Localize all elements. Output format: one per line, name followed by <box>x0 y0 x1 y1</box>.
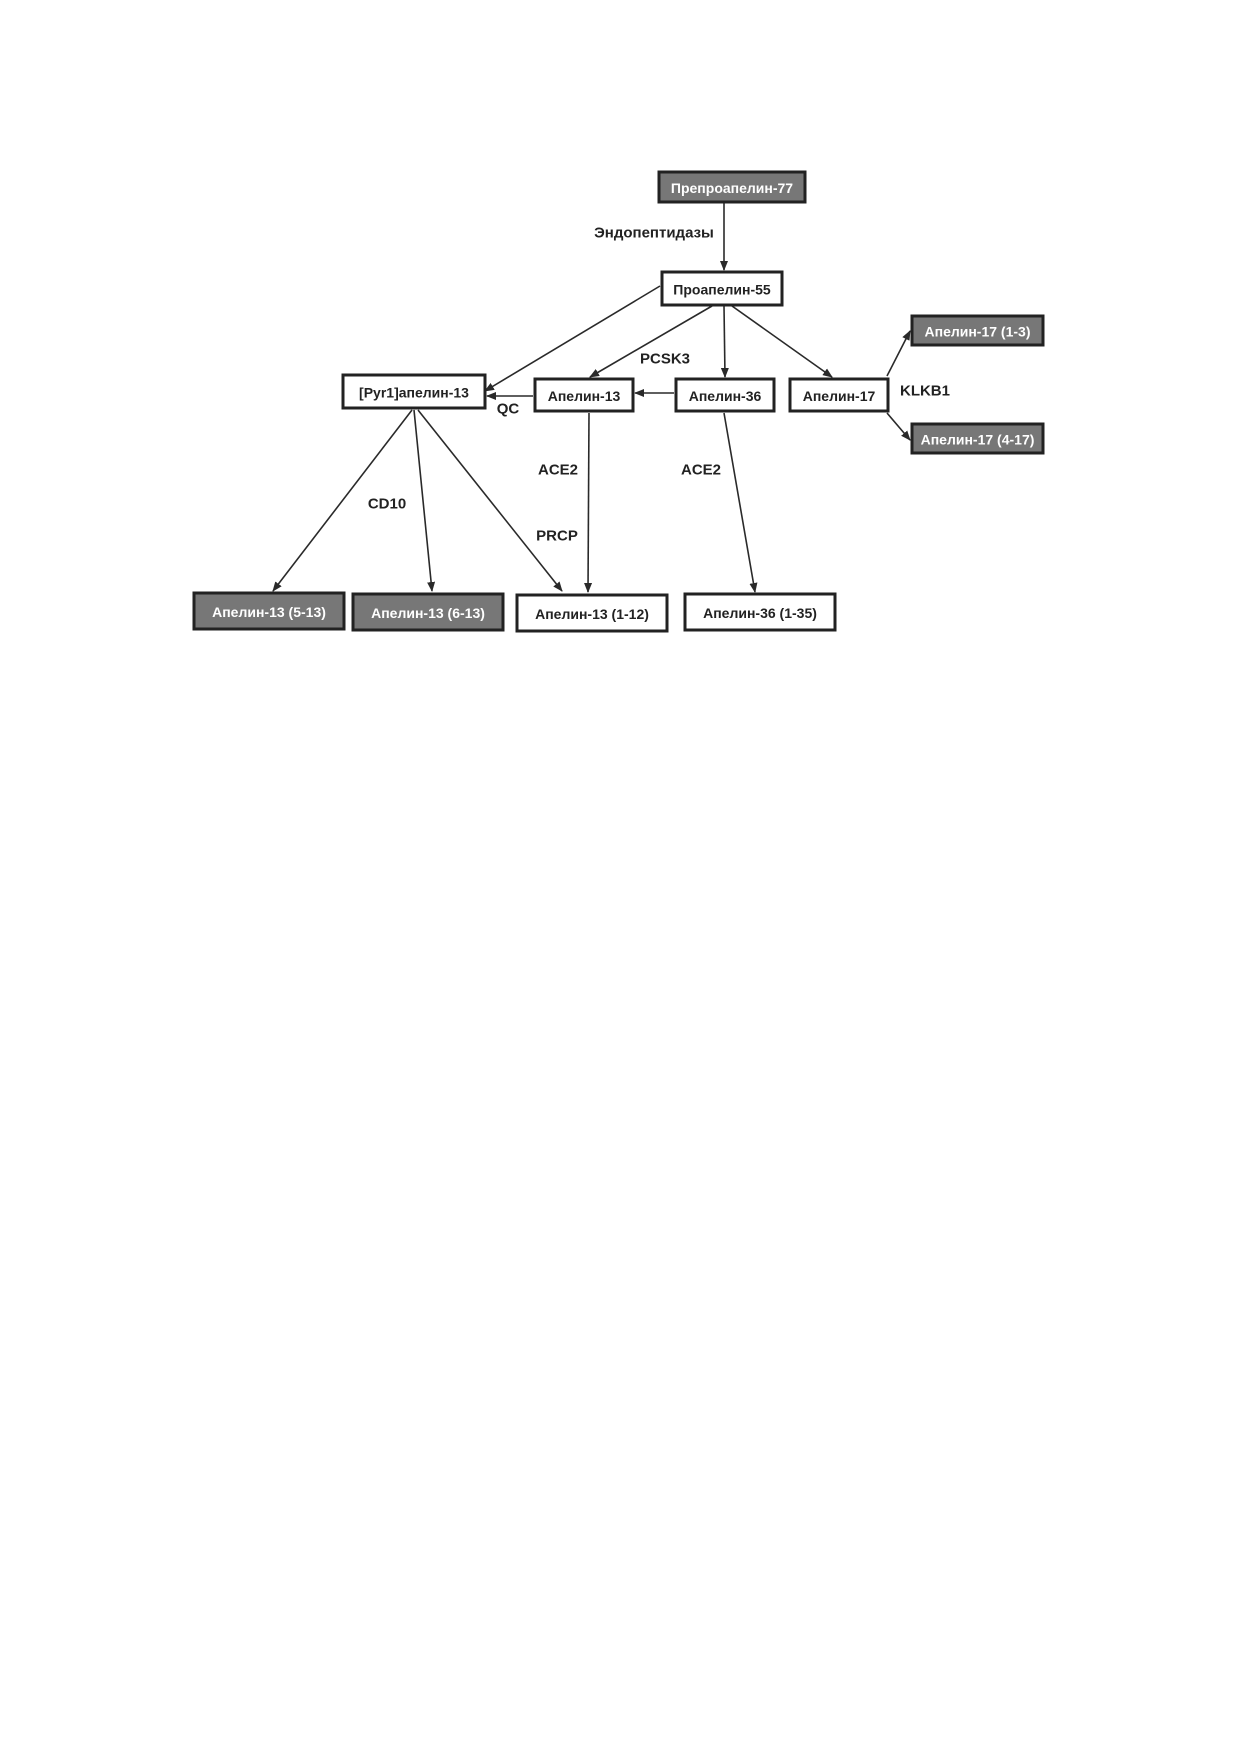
arrow-proapelin-55-to-apelin-13 <box>589 305 713 378</box>
enzyme-label-pcsk3: PCSK3 <box>640 351 690 368</box>
node-box-apelin-36 <box>674 377 776 413</box>
node-apelin-17-4-17: Апелин-17 (4-17) <box>910 422 1045 455</box>
node-proapelin-55: Проапелин-55 <box>660 270 784 307</box>
arrow-apelin-36-to-apelin-36-1-35 <box>723 412 758 593</box>
arrow-pyr1-apelin-13-to-apelin-13-5-13 <box>272 409 413 592</box>
node-label-apelin-13-1-12: Апелин-13 (1-12) <box>535 606 649 622</box>
node-apelin-13: Апелин-13 <box>533 377 635 413</box>
node-label-apelin-13: Апелин-13 <box>548 388 621 404</box>
node-apelin-13-6-13: Апелин-13 (6-13) <box>351 592 505 632</box>
arrow-apelin-17-to-apelin-17-1-3 <box>886 330 911 377</box>
node-apelin-17-1-3: Апелин-17 (1-3) <box>910 314 1045 347</box>
node-apelin-17: Апелин-17 <box>788 377 890 413</box>
node-apelin-36-1-35: Апелин-36 (1-35) <box>683 592 837 632</box>
enzyme-label-qc: QC <box>497 401 520 418</box>
edges-layer <box>272 203 911 593</box>
node-label-apelin-36-1-35: Апелин-36 (1-35) <box>703 605 817 621</box>
node-label-proapelin-55: Проапелин-55 <box>673 282 771 298</box>
arrow-apelin-13-to-apelin-13-1-12 <box>584 412 593 593</box>
node-box-apelin-17-1-3 <box>910 314 1045 347</box>
node-label-apelin-17-4-17: Апелин-17 (4-17) <box>921 432 1035 448</box>
node-box-pyr1-apelin-13 <box>341 373 487 410</box>
node-apelin-13-5-13: Апелин-13 (5-13) <box>192 591 346 631</box>
enzyme-label-ace2-right: ACE2 <box>681 462 721 479</box>
node-box-apelin-13 <box>533 377 635 413</box>
node-label-preproapelin-77: Препроапелин-77 <box>671 180 793 196</box>
enzyme-label-cd10: CD10 <box>368 496 406 513</box>
node-box-apelin-13-6-13 <box>351 592 505 632</box>
enzyme-label-prcp: PRCP <box>536 528 578 545</box>
node-box-apelin-17 <box>788 377 890 413</box>
arrow-pyr1-apelin-13-to-apelin-13-1-12 <box>417 409 563 592</box>
node-preproapelin-77: Препроапелин-77 <box>657 170 807 204</box>
node-label-apelin-36: Апелин-36 <box>689 388 762 404</box>
node-apelin-36: Апелин-36 <box>674 377 776 413</box>
node-box-preproapelin-77 <box>657 170 807 204</box>
arrow-proapelin-55-to-pyr1-apelin-13 <box>484 285 661 392</box>
arrow-proapelin-55-to-apelin-17 <box>731 305 833 378</box>
arrow-apelin-17-to-apelin-17-4-17 <box>886 412 911 441</box>
node-pyr1-apelin-13: [Pyr1]апелин-13 <box>341 373 487 410</box>
node-label-apelin-13-6-13: Апелин-13 (6-13) <box>371 605 485 621</box>
node-apelin-13-1-12: Апелин-13 (1-12) <box>515 593 669 633</box>
node-label-apelin-17: Апелин-17 <box>803 388 876 404</box>
enzyme-label-klkb1: KLKB1 <box>900 383 950 400</box>
node-box-apelin-13-1-12 <box>515 593 669 633</box>
node-label-apelin-17-1-3: Апелин-17 (1-3) <box>925 324 1031 340</box>
enzyme-label-endopeptidases: Эндопептидазы <box>594 225 714 242</box>
node-box-apelin-36-1-35 <box>683 592 837 632</box>
arrow-proapelin-55-to-apelin-36 <box>720 305 729 378</box>
node-label-apelin-13-5-13: Апелин-13 (5-13) <box>212 604 326 620</box>
arrow-pyr1-apelin-13-to-apelin-13-6-13 <box>413 409 436 592</box>
node-box-proapelin-55 <box>660 270 784 307</box>
enzyme-label-ace2-left: ACE2 <box>538 462 578 479</box>
node-label-pyr1-apelin-13: [Pyr1]апелин-13 <box>359 385 469 401</box>
node-box-apelin-17-4-17 <box>910 422 1045 455</box>
node-box-apelin-13-5-13 <box>192 591 346 631</box>
